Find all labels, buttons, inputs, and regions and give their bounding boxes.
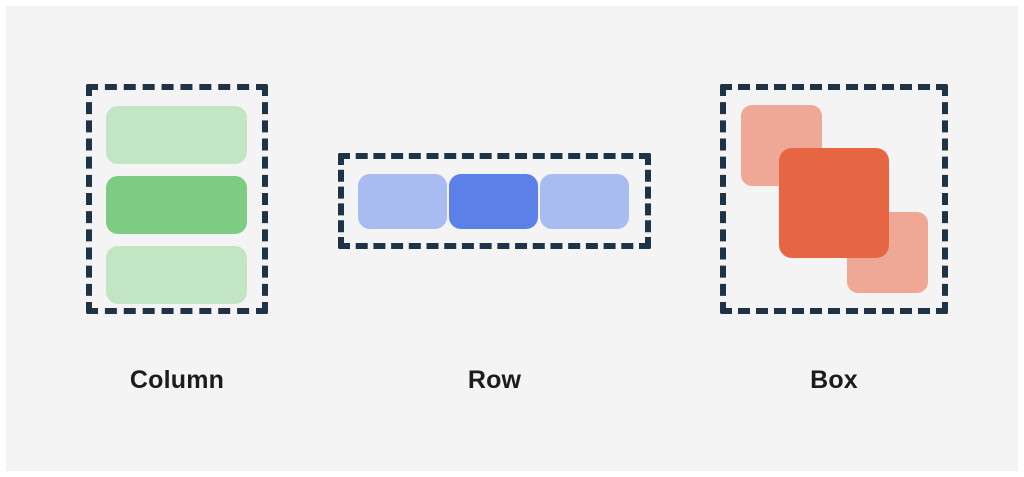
column-child-block-2 <box>106 176 247 234</box>
diagram-canvas: Column Row Box <box>6 6 1018 471</box>
row-child-block-1 <box>358 174 447 229</box>
row-container-frame <box>338 153 651 249</box>
box-container-frame <box>720 84 948 314</box>
row-child-block-3 <box>540 174 629 229</box>
box-label: Box <box>810 366 858 394</box>
column-container-frame <box>86 84 268 314</box>
row-label: Row <box>467 366 522 394</box>
column-child-block-1 <box>106 106 247 164</box>
column-label: Column <box>129 366 225 394</box>
column-child-block-3 <box>106 246 247 304</box>
box-child-block-main <box>779 148 889 258</box>
row-child-block-2 <box>449 174 538 229</box>
